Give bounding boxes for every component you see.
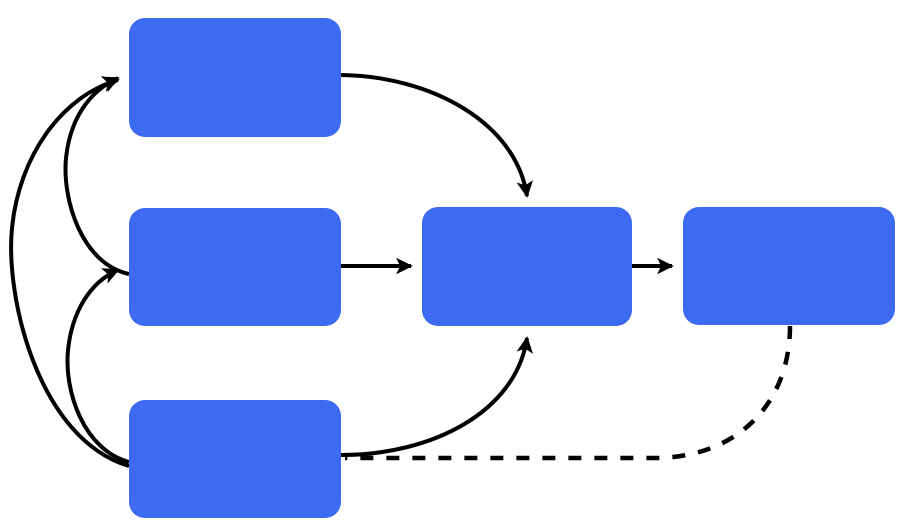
node-right-box[interactable]	[683, 207, 895, 325]
node-middle-left[interactable]	[129, 208, 341, 326]
node-right[interactable]	[683, 207, 895, 325]
nodes-layer	[129, 18, 895, 518]
node-center[interactable]	[422, 207, 632, 326]
edge-bottom-left-to-center	[340, 336, 533, 457]
node-middle-left-box[interactable]	[129, 208, 341, 326]
node-bottom-left[interactable]	[129, 400, 341, 518]
edge-feedback-bottom-to-middle	[65, 268, 130, 464]
edge-feedback-bottom-to-top	[9, 76, 130, 468]
node-top-left-box[interactable]	[129, 18, 341, 137]
edge-feedback-middle-to-top	[63, 76, 130, 276]
edge-top-left-to-center	[340, 73, 533, 198]
node-center-box[interactable]	[422, 207, 632, 326]
node-bottom-left-box[interactable]	[129, 400, 341, 518]
node-top-left[interactable]	[129, 18, 341, 137]
edge-right-to-bottom-left-dashed	[345, 325, 793, 461]
edges-layer	[9, 73, 793, 468]
